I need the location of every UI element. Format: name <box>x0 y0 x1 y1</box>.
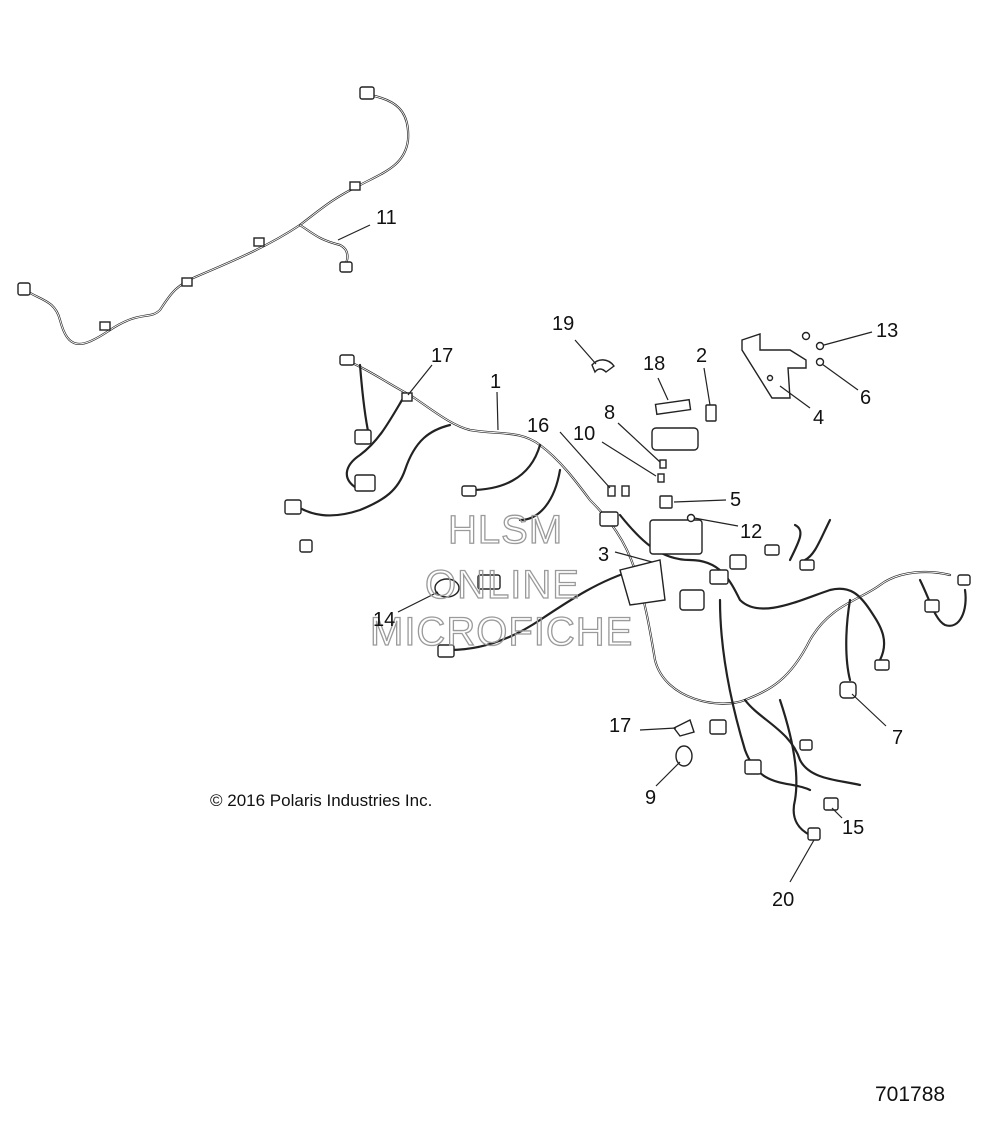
watermark-line-3: MICROFICHE <box>370 610 633 654</box>
callout-19: 19 <box>552 313 574 335</box>
rear-harness-part-11 <box>17 86 410 346</box>
watermark: HLSM ONLINE MICROFICHE <box>369 507 633 654</box>
callout-9: 9 <box>645 787 656 809</box>
copyright-notice: © 2016 Polaris Industries Inc. <box>210 791 432 810</box>
callout-4: 4 <box>813 407 824 429</box>
callout-1: 1 <box>490 371 501 393</box>
callout-5: 5 <box>730 489 741 511</box>
watermark-line-1: HLSM <box>448 508 563 552</box>
callout-12: 12 <box>740 521 762 543</box>
callout-11: 11 <box>376 207 397 229</box>
callout-16: 16 <box>527 415 549 437</box>
callout-17-top: 17 <box>431 345 453 367</box>
callout-15: 15 <box>842 817 864 839</box>
callout-10: 10 <box>573 423 595 445</box>
callout-14: 14 <box>373 609 395 631</box>
callout-2: 2 <box>696 345 707 367</box>
callout-3: 3 <box>598 544 609 566</box>
leader-lines <box>337 224 887 883</box>
callout-labels: 11 19 18 2 13 17 1 6 4 8 16 10 5 12 3 14… <box>373 207 903 911</box>
callout-6: 6 <box>860 387 871 409</box>
small-parts <box>401 331 857 811</box>
figure-number: 701788 <box>875 1083 945 1106</box>
callout-17-bottom: 17 <box>609 715 631 737</box>
watermark-line-2: ONLINE <box>425 563 580 607</box>
callout-7: 7 <box>892 727 903 749</box>
callout-13: 13 <box>876 320 898 342</box>
callout-20: 20 <box>772 889 794 911</box>
callout-18: 18 <box>643 353 665 375</box>
main-harness-part-1 <box>284 354 971 841</box>
callout-8: 8 <box>604 402 615 424</box>
